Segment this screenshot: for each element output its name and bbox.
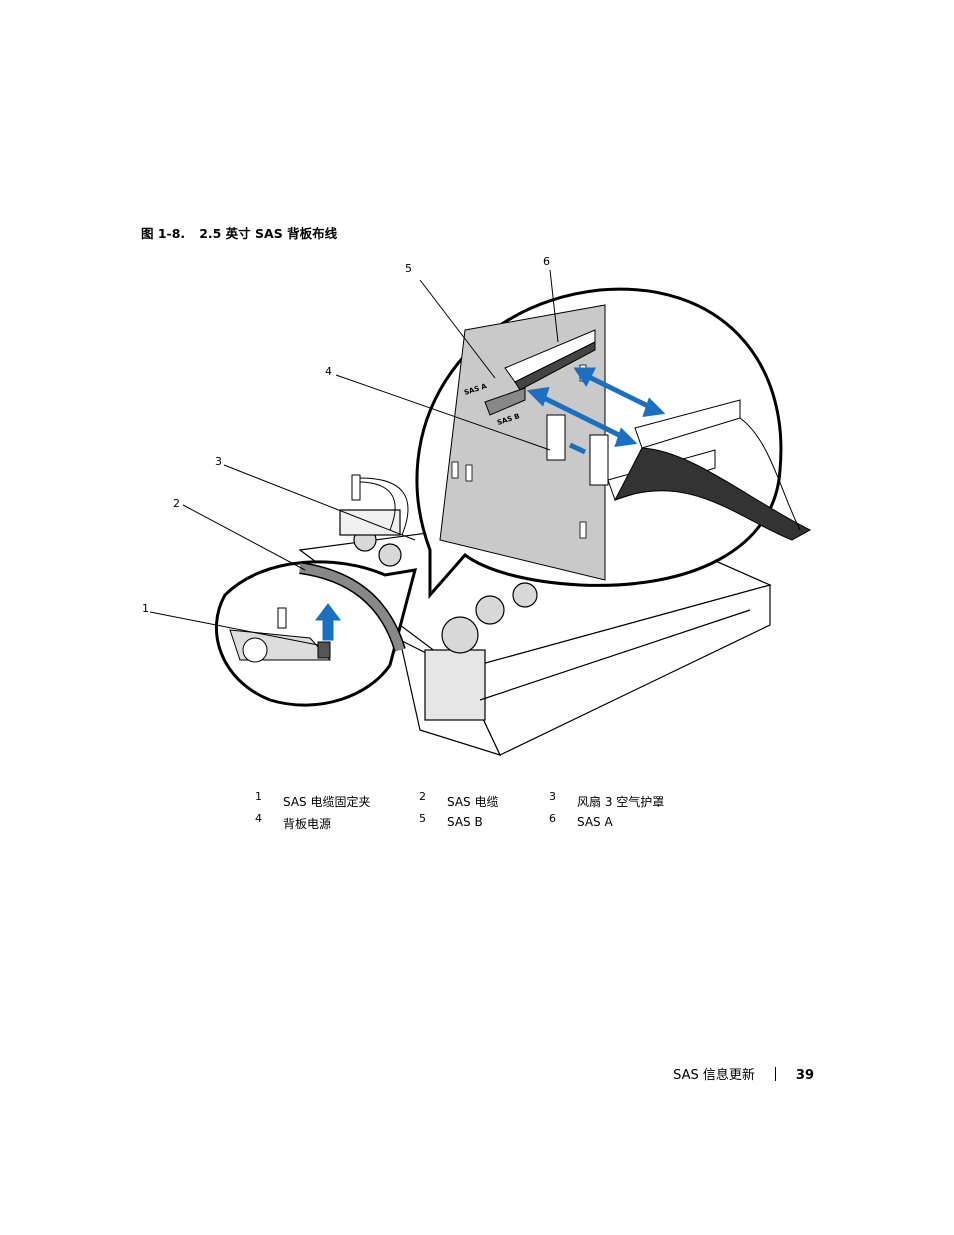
chassis-sas-cable — [351, 474, 409, 536]
callout-4: 4 — [325, 365, 332, 378]
backplane-detail-view: SAS A SAS B — [415, 287, 812, 599]
legend-label: SAS A — [577, 815, 613, 829]
footer-divider — [774, 1067, 776, 1081]
cable-clip-detail-view — [214, 560, 418, 707]
legend-number: 1 — [255, 790, 262, 803]
callout-numbers: 5 6 4 3 2 1 — [142, 255, 550, 615]
legend-number: 5 — [419, 812, 426, 825]
backplane-cabling-illustration: SAS A SAS B — [130, 250, 820, 770]
callout-6: 6 — [543, 255, 550, 268]
page-number: 39 — [795, 1068, 814, 1083]
legend-number: 2 — [419, 790, 426, 803]
footer-section-title: SAS 信息更新 — [673, 1068, 755, 1083]
legend-label: SAS B — [447, 815, 483, 829]
figure-number: 图 1-8. — [141, 226, 186, 241]
legend-number: 6 — [549, 812, 556, 825]
callout-2: 2 — [173, 497, 180, 510]
legend-number: 3 — [549, 790, 556, 803]
figure-title: 图 1-8. 2.5 英寸 SAS 背板布线 — [141, 223, 351, 242]
legend-label: SAS 电缆 — [447, 795, 499, 809]
figure-caption: 2.5 英寸 SAS 背板布线 — [199, 226, 338, 241]
legend-number: 4 — [255, 812, 262, 825]
page-footer: SAS 信息更新 39 — [673, 1064, 814, 1083]
legend-label: 背板电源 — [283, 817, 332, 831]
illustration-svg: SAS A SAS B — [142, 255, 812, 756]
legend-label: SAS 电缆固定夹 — [283, 795, 371, 809]
callout-3: 3 — [215, 455, 222, 468]
callout-1: 1 — [142, 602, 149, 615]
callout-5: 5 — [405, 262, 412, 275]
legend-label: 风扇 3 空气护罩 — [577, 795, 665, 809]
callout-leaders — [149, 269, 559, 646]
